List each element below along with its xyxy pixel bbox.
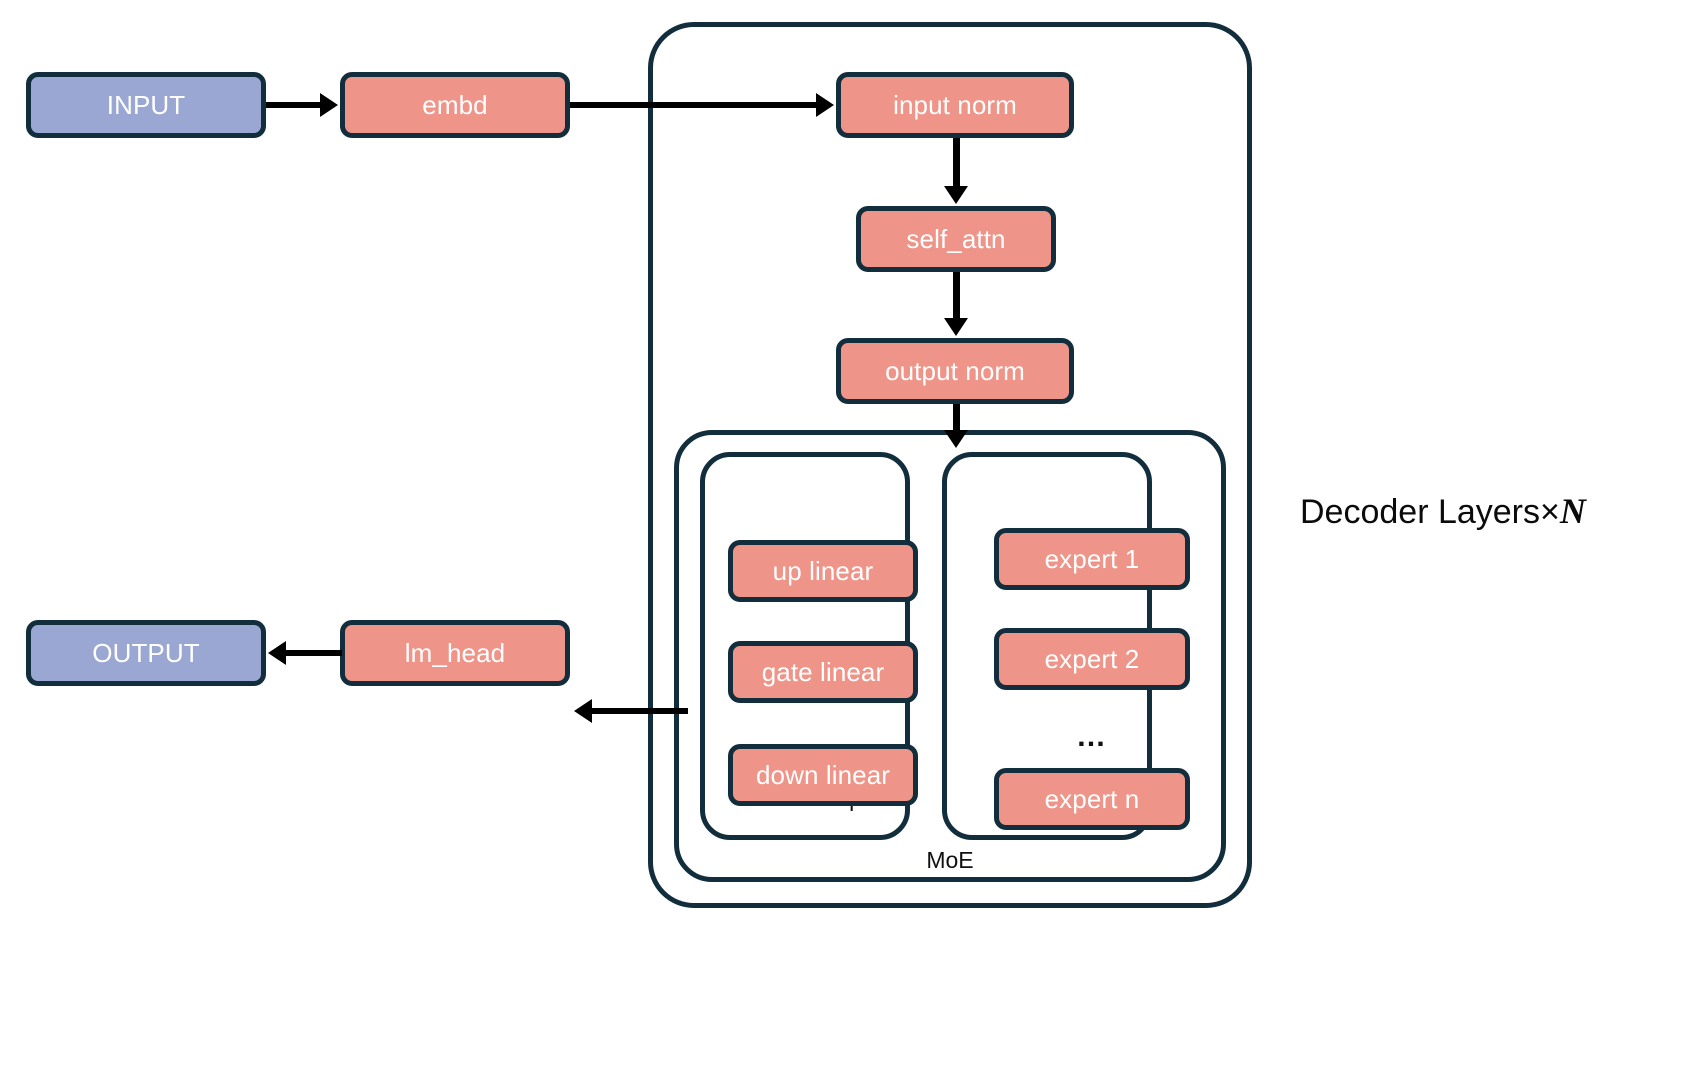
edge-input-to-embd-arrowhead [320, 93, 338, 117]
down-linear-node-label: down linear [755, 760, 891, 790]
expert-1-node-label: expert 1 [1044, 544, 1140, 574]
edge-embd-to-input-norm-arrowhead [816, 93, 834, 117]
edge-lm-head-to-output-arrowhead [268, 641, 286, 665]
edge-self-attn-to-output-norm-arrowhead [944, 318, 968, 336]
down-linear-node[interactable]: down linear [728, 744, 918, 806]
expert-n-node[interactable]: expert n [994, 768, 1190, 830]
experts-ellipsis: … [1076, 720, 1108, 753]
edge-input-to-embd [266, 102, 322, 108]
expert-n-node-label: expert n [1044, 784, 1140, 814]
input-node[interactable]: INPUT [26, 72, 266, 138]
lm-head-node[interactable]: lm_head [340, 620, 570, 686]
gate-linear-node[interactable]: gate linear [728, 641, 918, 703]
edge-input-norm-to-self-attn-arrowhead [944, 186, 968, 204]
decoder-layers-caption-variable: N [1559, 491, 1586, 531]
edge-output-norm-to-moe [953, 404, 960, 434]
moe-label: MoE [926, 847, 974, 873]
edge-moe-to-lm-head [592, 708, 688, 714]
decoder-layers-container [648, 22, 1252, 908]
output-node-label: OUTPUT [92, 638, 200, 668]
expert-2-node-label: expert 2 [1044, 644, 1140, 674]
decoder-layers-caption: Decoder Layers×N [1300, 493, 1586, 529]
self-attn-node-label: self_attn [906, 224, 1006, 254]
gate-linear-node-label: gate linear [761, 657, 885, 687]
input-norm-node[interactable]: input norm [836, 72, 1074, 138]
up-linear-node-label: up linear [772, 556, 874, 586]
output-norm-node[interactable]: output norm [836, 338, 1074, 404]
input-node-label: INPUT [106, 90, 186, 120]
output-norm-node-label: output norm [885, 356, 1025, 386]
edge-lm-head-to-output [286, 650, 342, 656]
edge-moe-to-lm-head-arrowhead [574, 699, 592, 723]
edge-self-attn-to-output-norm [953, 272, 960, 320]
edge-input-norm-to-self-attn [953, 138, 960, 188]
edge-output-norm-to-moe-arrowhead [944, 430, 968, 448]
edge-embd-to-input-norm [570, 102, 818, 108]
input-norm-node-label: input norm [893, 90, 1017, 120]
embd-node[interactable]: embd [340, 72, 570, 138]
self-attn-node[interactable]: self_attn [856, 206, 1056, 272]
output-node[interactable]: OUTPUT [26, 620, 266, 686]
up-linear-node[interactable]: up linear [728, 540, 918, 602]
lm-head-node-label: lm_head [404, 638, 506, 668]
decoder-layers-caption-prefix: Decoder Layers× [1300, 493, 1560, 531]
expert-2-node[interactable]: expert 2 [994, 628, 1190, 690]
expert-1-node[interactable]: expert 1 [994, 528, 1190, 590]
embd-node-label: embd [422, 90, 488, 120]
